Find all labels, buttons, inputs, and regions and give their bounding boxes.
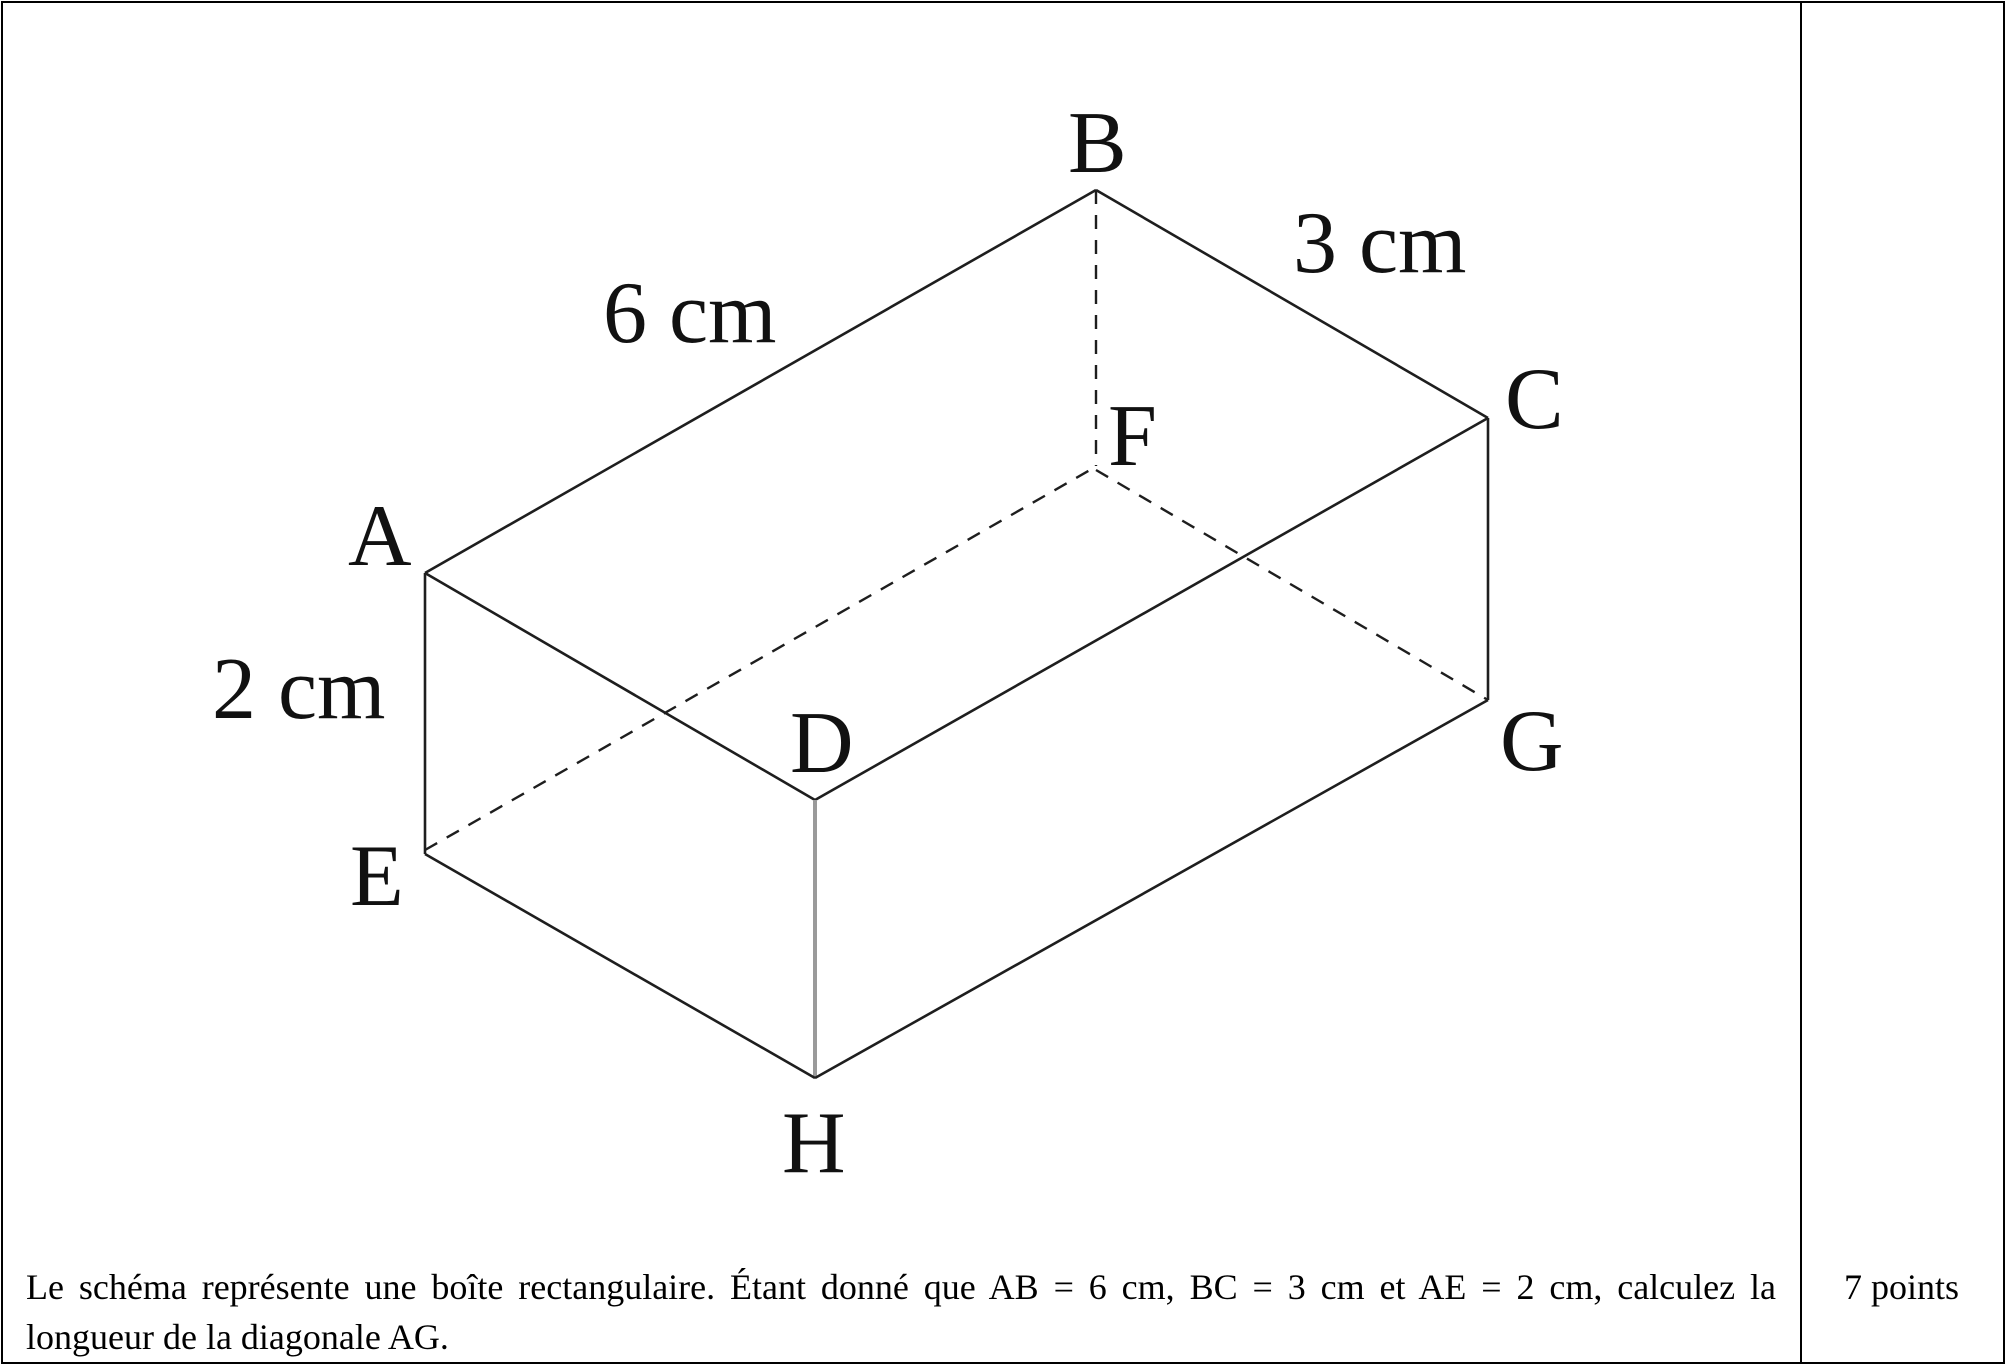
edge-bc bbox=[1095, 188, 1489, 420]
edge-fg bbox=[1095, 468, 1489, 702]
vertex-label-a: A bbox=[348, 488, 412, 585]
vertex-label-g: G bbox=[1500, 693, 1564, 790]
vertex-label-d: D bbox=[790, 695, 854, 792]
dimension-label-ae: 2 cm bbox=[212, 641, 386, 738]
vertex-label-c: C bbox=[1505, 351, 1564, 448]
dimension-label-ab: 6 cm bbox=[603, 265, 777, 362]
edge-gh bbox=[814, 698, 1489, 1080]
vertex-label-f: F bbox=[1108, 388, 1157, 485]
vertex-label-e: E bbox=[350, 828, 404, 925]
points-value: 7 points bbox=[1843, 1267, 1959, 1307]
edge-ad bbox=[424, 571, 816, 802]
edge-cd bbox=[814, 416, 1489, 802]
edge-ef bbox=[424, 468, 1091, 852]
vertex-label-b: B bbox=[1068, 95, 1127, 192]
problem-statement: Le schéma représente une boîte rectangul… bbox=[26, 1267, 1776, 1357]
dimension-label-bc: 3 cm bbox=[1293, 195, 1467, 292]
edge-ab bbox=[424, 188, 1097, 575]
rectangular-box-diagram: B C F A D G E H 6 cm 3 cm 2 cm bbox=[212, 95, 1564, 1192]
column-divider bbox=[1800, 3, 1802, 1362]
edge-eh bbox=[424, 852, 816, 1080]
vertex-label-h: H bbox=[782, 1095, 846, 1192]
